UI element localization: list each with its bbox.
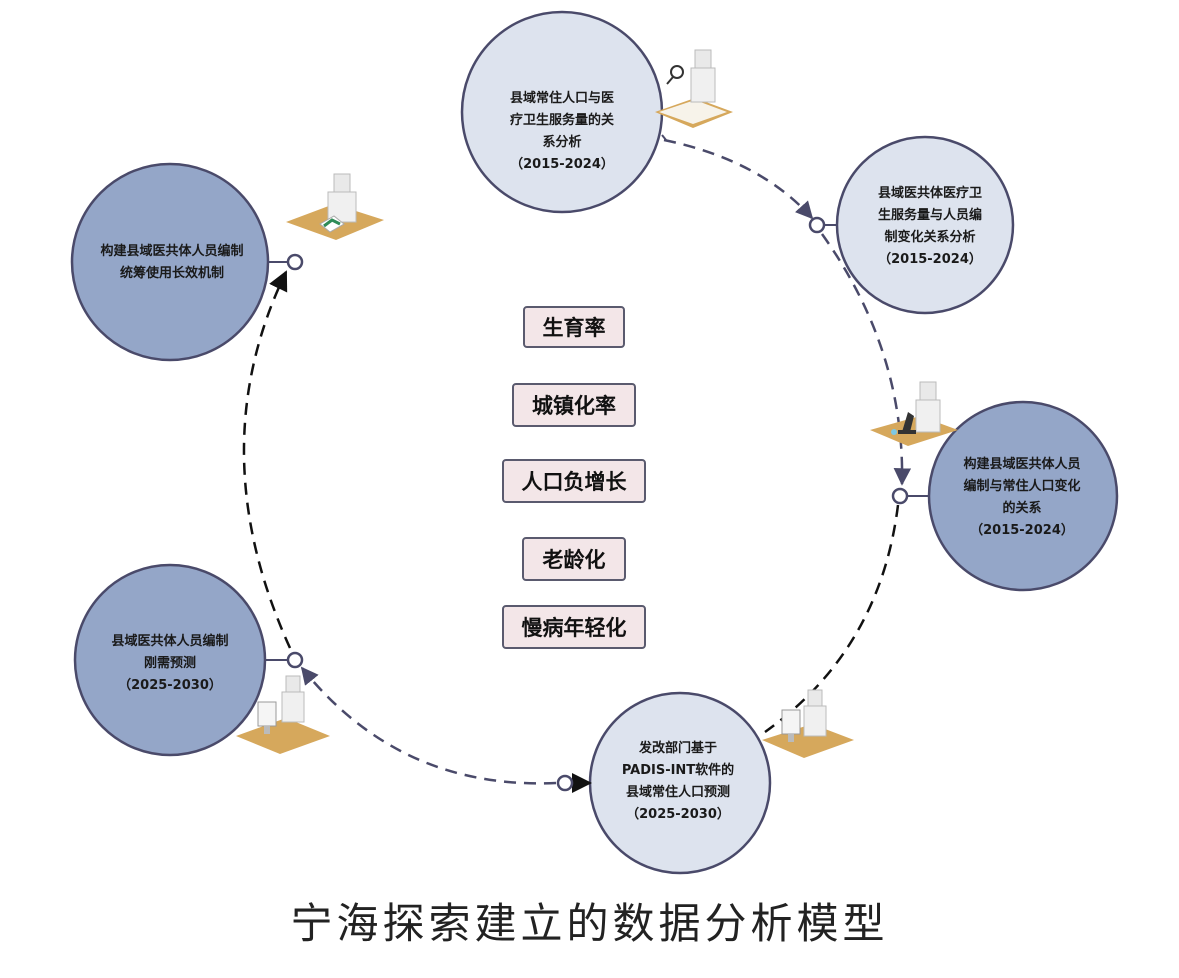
analyst-magnifier-icon — [655, 49, 733, 128]
connector-port — [808, 216, 826, 234]
connector-n1-n2 — [663, 138, 814, 220]
factor-birth-rate: 生育率 — [523, 306, 625, 348]
svg-text:县域医共体医疗卫生服务量与人员编制变化关系分析（2015-2: 县域医共体医疗卫生服务量与人员编制变化关系分析（2015-2024） — [878, 185, 982, 267]
node-long-term-mechanism: 构建县域医共体人员编制统筹使用长效机制 — [70, 162, 304, 362]
connector-n3-n4 — [764, 504, 900, 734]
node-staffing-population-relation: 构建县域医共体人员编制与常住人口变化的关系（2015-2024） — [891, 400, 1119, 592]
factor-urbanization-rate: 城镇化率 — [512, 383, 636, 427]
analyst-computer-icon — [762, 689, 854, 758]
svg-text:构建县域医共体人员编制与常住人口变化的关系（2015-202: 构建县域医共体人员编制与常住人口变化的关系（2015-2024） — [963, 456, 1080, 538]
factor-aging: 老龄化 — [522, 537, 626, 581]
node-population-health-service: 县域常住人口与医疗卫生服务量的关系分析（2015-2024） — [460, 10, 667, 214]
factor-younger-chronic-disease: 慢病年轻化 — [502, 605, 646, 649]
cycle-connectors — [242, 138, 912, 785]
analyst-microscope-icon — [870, 381, 958, 446]
connector-n4-n5 — [300, 666, 557, 785]
node-service-staffing-relation: 县域医共体医疗卫生服务量与人员编制变化关系分析（2015-2024） — [808, 135, 1015, 315]
connector-port — [891, 487, 909, 505]
svg-text:构建县域医共体人员编制统筹使用长效机制: 构建县域医共体人员编制统筹使用长效机制 — [100, 243, 243, 281]
node-staffing-demand-forecast: 县域医共体人员编制刚需预测（2025-2030） — [73, 563, 304, 757]
node-text: 县域常住人口与医疗卫生服务量的关系分析（2015-2024） — [510, 90, 614, 172]
factor-negative-population-growth: 人口负增长 — [502, 459, 646, 503]
connector-port — [556, 774, 574, 792]
analyst-document-icon — [286, 173, 384, 240]
analyst-computer-icon — [236, 675, 330, 754]
connector-n5-n6 — [242, 270, 292, 649]
svg-text:县域医共体人员编制刚需预测（2025-2030）: 县域医共体人员编制刚需预测（2025-2030） — [111, 633, 228, 693]
connector-port — [286, 253, 304, 271]
diagram-caption: 宁海探索建立的数据分析模型 — [290, 899, 889, 948]
connector-port — [286, 651, 304, 669]
